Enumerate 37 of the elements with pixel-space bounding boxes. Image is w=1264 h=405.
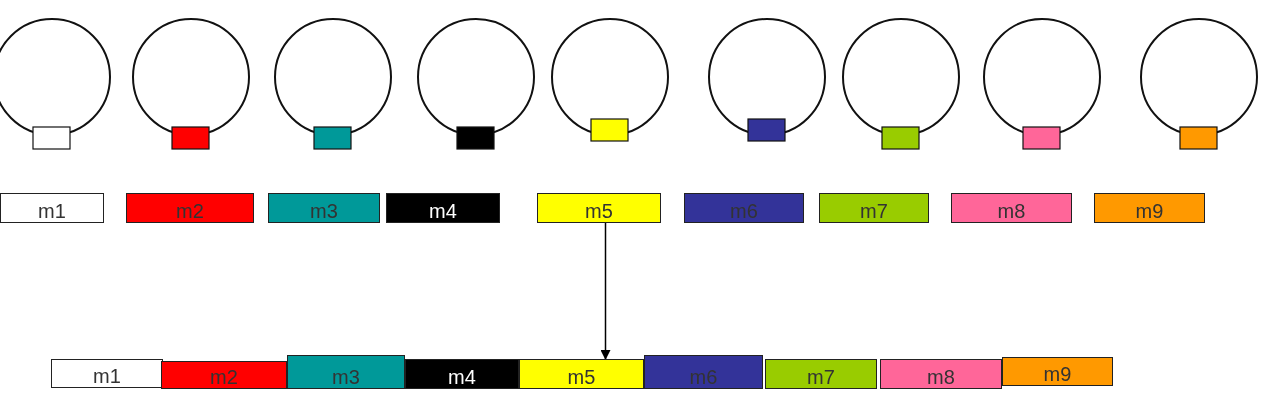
segment-label: m7	[860, 201, 888, 222]
segment-box	[1094, 193, 1205, 223]
segment-box	[951, 193, 1072, 223]
segment-label: m8	[927, 367, 955, 388]
segment-box	[537, 193, 661, 223]
segment-box	[161, 361, 287, 389]
segment-label: m6	[689, 367, 718, 388]
segment-label: m5	[585, 201, 613, 222]
segment-label: m7	[807, 367, 835, 388]
segment-box	[268, 193, 380, 223]
arrow	[600, 222, 611, 360]
segment-label: m3	[332, 367, 360, 388]
segment-label: m5	[567, 367, 596, 388]
segment-label: m2	[210, 367, 238, 388]
segment-label: m2	[176, 201, 204, 222]
segment-label: m8	[997, 201, 1026, 222]
segment-box	[880, 359, 1002, 389]
segment-box	[684, 193, 804, 223]
segment-label: m1	[38, 201, 66, 222]
segment-box	[386, 193, 500, 223]
segment-box	[644, 355, 763, 389]
segment-box	[819, 193, 929, 223]
segment-label: m6	[730, 201, 758, 222]
segment-box	[519, 359, 644, 389]
segment-label: m4	[429, 201, 457, 222]
segment-box	[51, 359, 163, 388]
segment-label: m9	[1135, 201, 1164, 222]
segment-box	[405, 359, 519, 389]
segment-box	[0, 193, 104, 223]
segment-label: m9	[1043, 364, 1072, 385]
segment-box	[765, 359, 877, 389]
segment-label: m4	[448, 367, 476, 388]
segment-label: m3	[310, 201, 338, 222]
segment-box	[287, 355, 405, 389]
segment-box	[126, 193, 254, 223]
segment-label: m1	[93, 366, 121, 387]
segment-box	[1002, 357, 1113, 386]
